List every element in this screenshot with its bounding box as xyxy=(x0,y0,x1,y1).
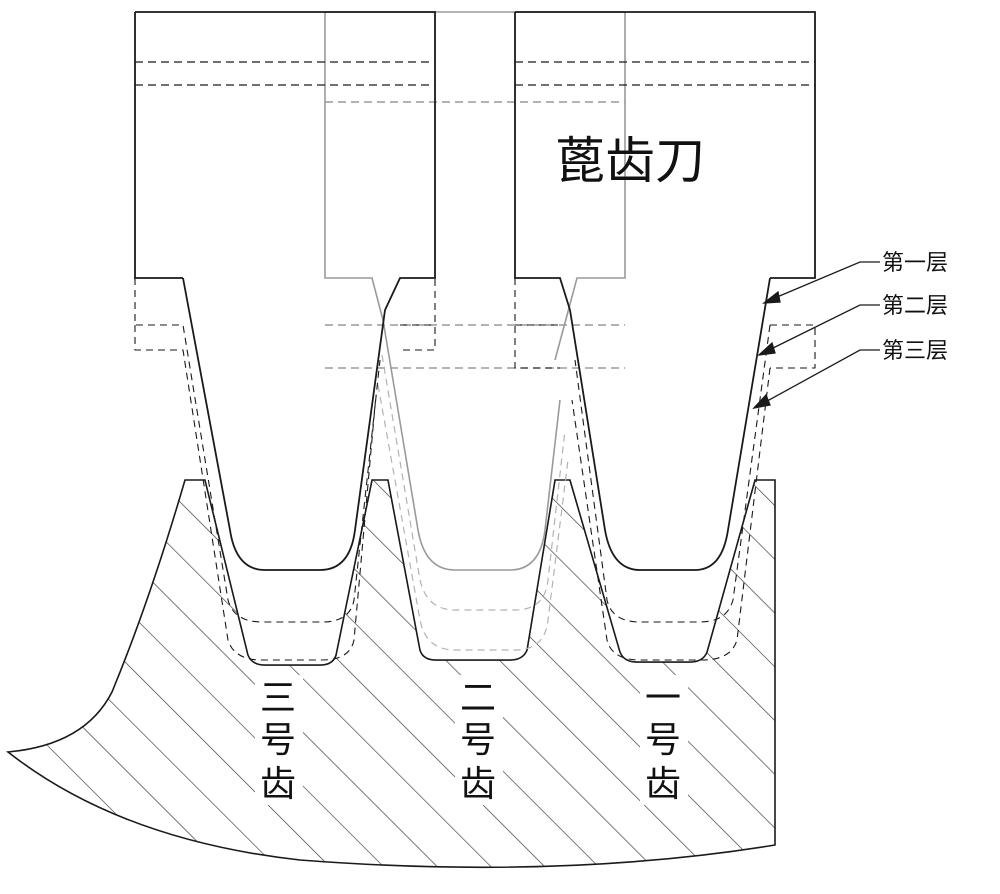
svg-text:齿: 齿 xyxy=(260,764,296,805)
tooth-label-two: 二 号 齿 xyxy=(455,675,503,805)
layer-leaders xyxy=(754,262,880,408)
svg-text:号: 号 xyxy=(260,720,296,761)
layer-label-1: 第一层 xyxy=(882,251,948,276)
tooth-label-one: 一 号 齿 xyxy=(640,675,688,805)
svg-text:三: 三 xyxy=(260,678,296,719)
tooth-label-three: 三 号 齿 xyxy=(255,675,303,805)
svg-text:齿: 齿 xyxy=(460,764,496,805)
tool-label: 蓖齿刀 xyxy=(555,132,705,190)
layer-label-3: 第三层 xyxy=(882,339,948,364)
svg-text:二: 二 xyxy=(460,678,496,719)
svg-text:齿: 齿 xyxy=(645,764,681,805)
svg-text:一: 一 xyxy=(645,678,681,719)
svg-text:号: 号 xyxy=(645,720,681,761)
layer-label-2: 第二层 xyxy=(882,294,948,319)
svg-text:号: 号 xyxy=(460,720,496,761)
